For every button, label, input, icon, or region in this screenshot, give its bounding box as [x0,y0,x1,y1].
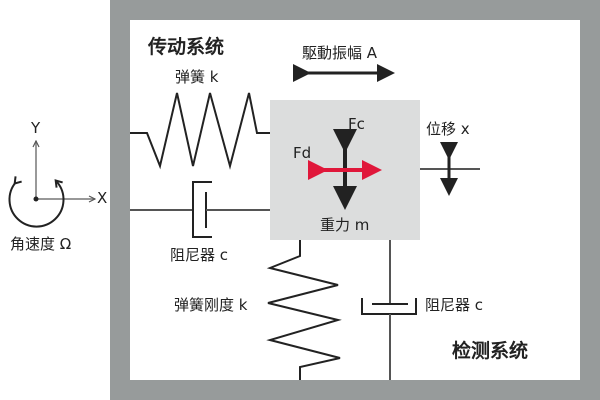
detect-spring [266,240,342,380]
drive-amplitude-label: 駆動振幅 A [302,44,378,62]
damper-left-label: 阻尼器 c [170,246,229,264]
angular-velocity-label: 角速度 Ω [10,235,72,253]
force-c-label: Fc [348,115,365,133]
drive-damper [130,181,270,238]
x-axis-label: X [97,189,108,207]
drive-system-title: 传动系统 [148,36,225,58]
origin-dot [33,196,39,202]
y-axis-label: Y [31,119,41,137]
coordinate-axes [34,141,96,202]
rotation-arrow-icon [8,176,65,228]
damper-bottom-label: 阻尼器 c [425,296,484,314]
detect-damper [361,240,417,380]
mass-label: 重力 m [320,216,370,234]
displacement-label: 位移 x [426,120,470,138]
detect-system-title: 检测系统 [452,340,529,362]
spring-top-label: 弹簧 k [175,68,219,86]
force-d-label: Fd [293,144,312,162]
drive-spring [130,92,270,170]
spring-stiffness-label: 弹簧刚度 k [174,296,248,314]
